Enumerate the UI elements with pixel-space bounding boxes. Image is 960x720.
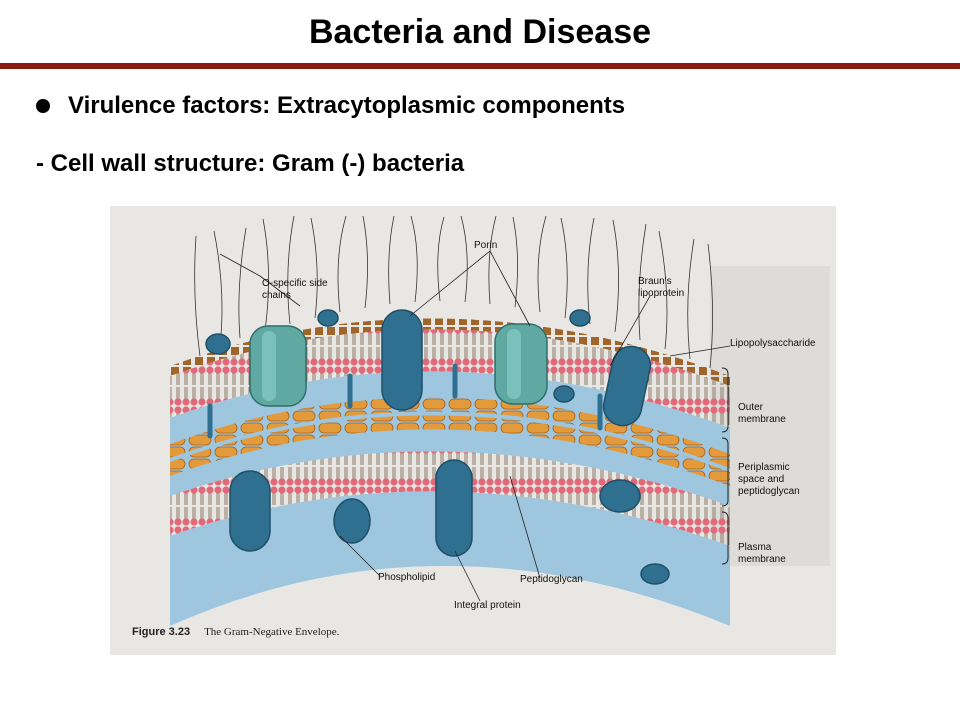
label-brauns-lipoprotein: Braun's lipoprotein — [638, 276, 685, 299]
leader-lines — [219, 250, 731, 602]
gram-negative-envelope-figure: O-specific side chains Porin Braun's lip… — [110, 206, 836, 655]
caption-title: The Gram-Negative Envelope. — [204, 626, 340, 638]
label-outer-membrane: Outer membrane — [738, 402, 786, 425]
label-periplasmic-space: Periplasmic space and peptidoglycan — [738, 462, 800, 497]
caption-number: Figure 3.23 — [132, 626, 191, 638]
integral-proteins — [205, 309, 670, 585]
bullet-text: Virulence factors: Extracytoplasmic comp… — [68, 92, 626, 119]
label-porin: Porin — [474, 240, 498, 251]
title-divider — [0, 63, 960, 69]
o-specific-chains — [194, 215, 713, 369]
label-o-specific-side-chains: O-specific side chains — [262, 278, 328, 301]
layer-brackets — [721, 367, 729, 565]
slide-title: Bacteria and Disease — [308, 13, 652, 51]
label-plasma-membrane: Plasma membrane — [738, 542, 786, 565]
bullet-dot-icon — [36, 99, 50, 113]
label-phospholipid: Phospholipid — [378, 572, 436, 583]
subheading: - Cell wall structure: Gram (-) bacteria — [36, 150, 465, 177]
porin-proteins — [249, 323, 548, 407]
label-peptidoglycan: Peptidoglycan — [520, 574, 583, 585]
bullet-point: Virulence factors: Extracytoplasmic comp… — [36, 88, 625, 124]
envelope-diagram — [110, 206, 836, 655]
figure-caption: Figure 3.23 The Gram-Negative Envelope. — [132, 626, 339, 638]
brauns-lipoprotein-marks — [207, 363, 603, 439]
label-integral-protein: Integral protein — [454, 600, 521, 611]
label-lipopolysaccharide: Lipopolysaccharide — [730, 338, 816, 349]
